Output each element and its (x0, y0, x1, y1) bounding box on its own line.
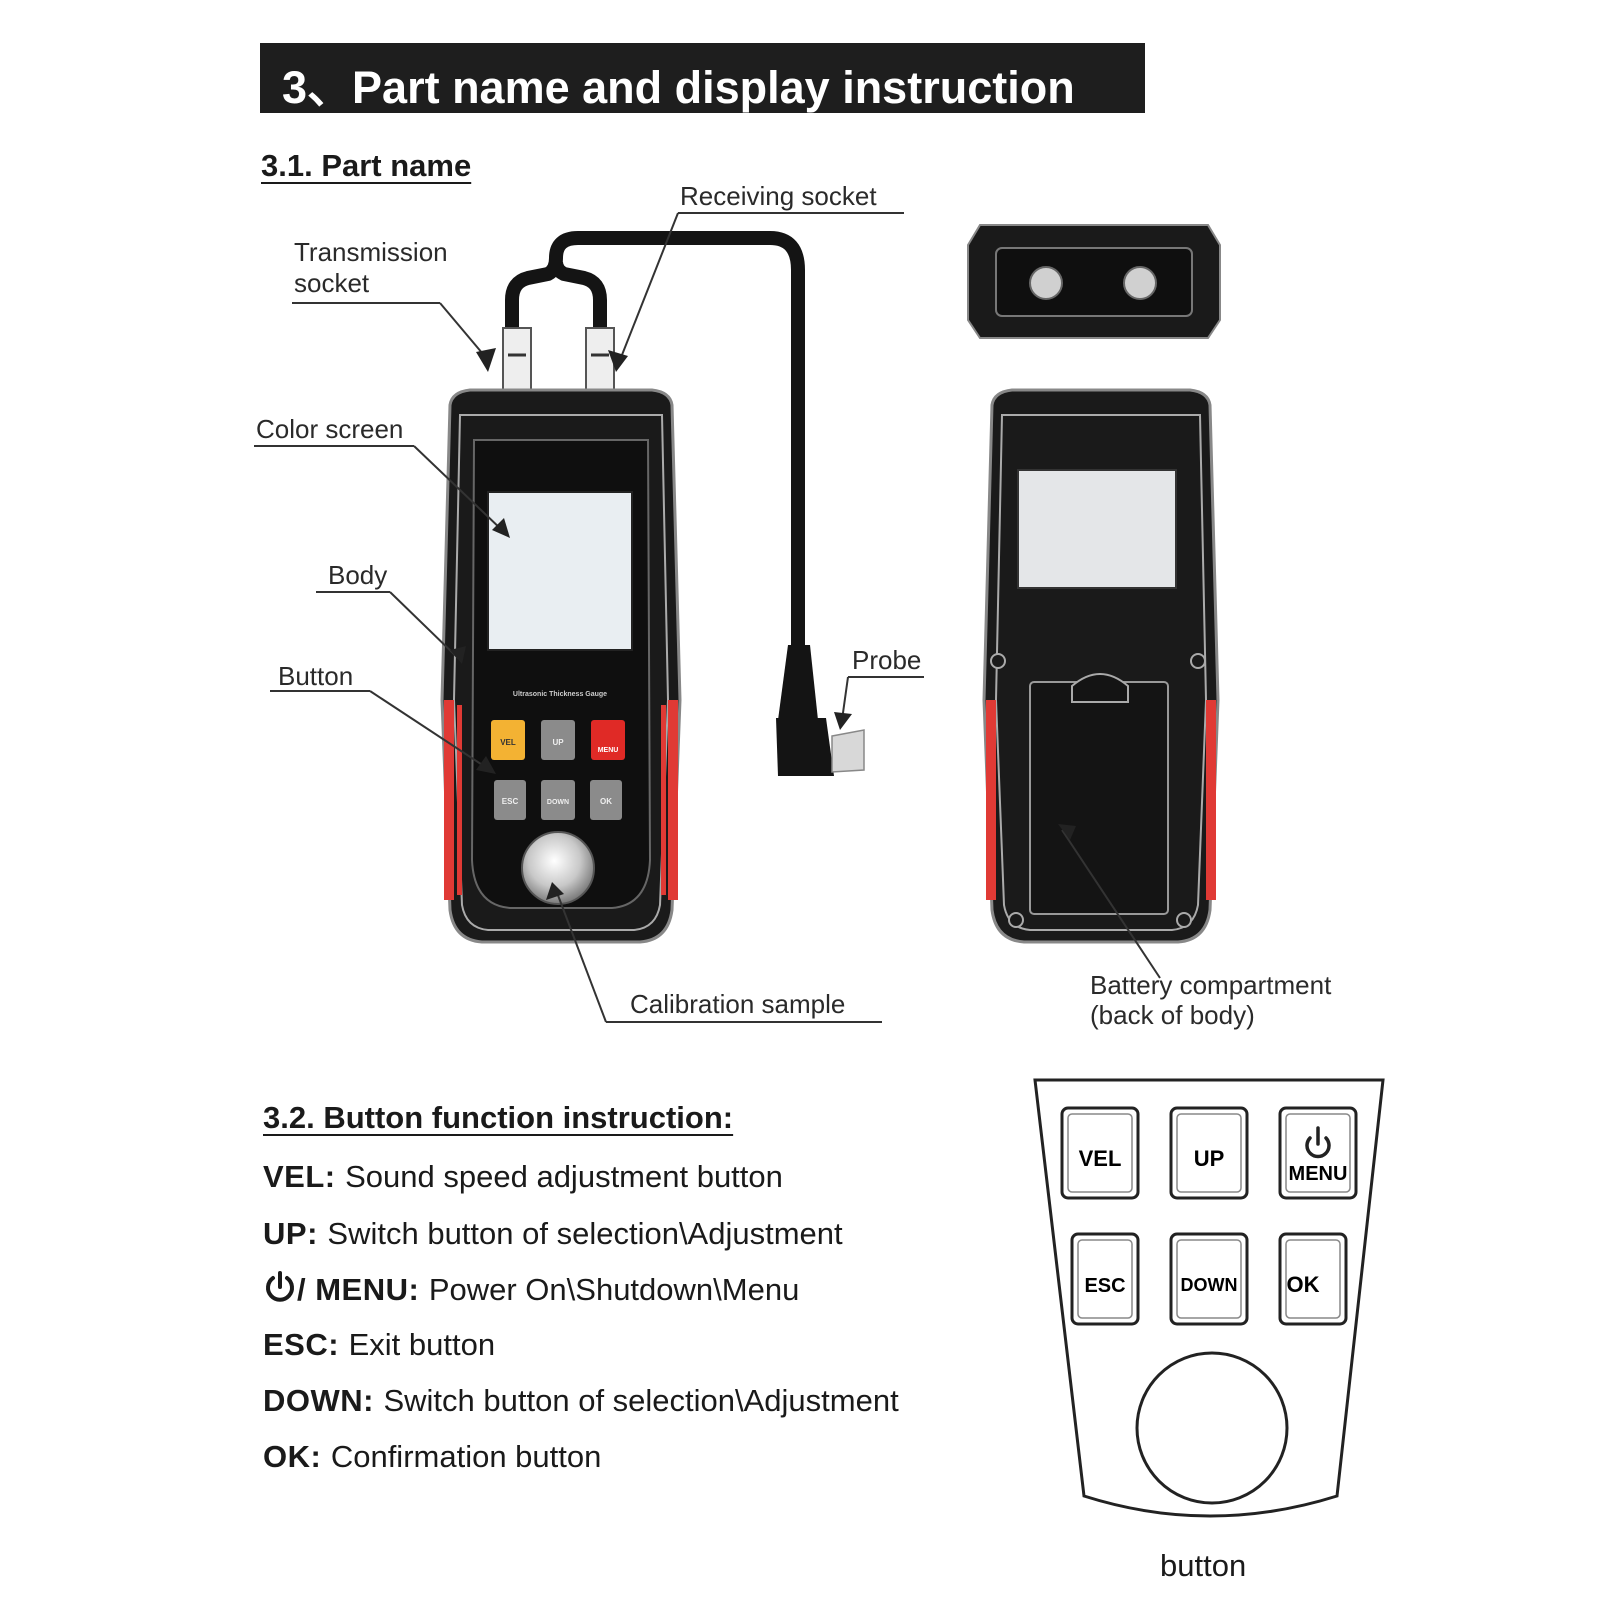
label-transmission-socket-2: socket (294, 268, 370, 298)
button-function-heading: 3.2. Button function instruction: (263, 1100, 734, 1135)
keypad-vel-key (1060, 1106, 1140, 1200)
label-button: Button (278, 661, 354, 691)
function-key: OK (263, 1439, 311, 1474)
keypad-menu-label: MENU (1289, 1163, 1348, 1185)
calibration-sample (521, 831, 595, 905)
keypad-ok-label: OK (1287, 1272, 1320, 1297)
label-body: Body (328, 560, 388, 590)
function-key: VEL (263, 1159, 325, 1194)
keypad-power-icon (1305, 1126, 1331, 1159)
front-esc-key (494, 780, 526, 820)
label-battery-compartment-2: (back of body) (1090, 1000, 1255, 1030)
device-back-body (982, 388, 1220, 944)
function-item-esc: ESC:Exit button (263, 1327, 496, 1362)
front-down-label: DOWN (547, 799, 569, 806)
keypad-caption: button (1160, 1548, 1247, 1583)
keypad-up-label: UP (1194, 1146, 1225, 1171)
function-desc: Power On\Shutdown\Menu (428, 1272, 800, 1307)
power-icon (266, 1271, 294, 1302)
transmission-socket (502, 327, 532, 391)
keypad-calibration-circle (1135, 1351, 1289, 1505)
front-vel-key (491, 720, 525, 760)
function-item-vel: VEL:Sound speed adjustment button (263, 1159, 783, 1194)
probe-cable (505, 231, 805, 657)
function-desc: Exit button (348, 1327, 496, 1362)
keypad-diagram: VEL UP MENU ESC DOWN OK VEL UP MENU ESC … (500, 691, 1385, 1518)
screen-caption: Ultrasonic Thickness Gauge (513, 691, 607, 698)
back-label-plate (1017, 469, 1177, 589)
label-color-screen: Color screen (256, 414, 404, 444)
receiving-socket (585, 327, 615, 391)
label-transmission-socket-1: Transmission (294, 237, 448, 267)
front-down-key (541, 780, 575, 820)
keypad-down-key (1169, 1232, 1249, 1326)
function-desc: Switch button of selection\Adjustment (327, 1216, 843, 1251)
function-key: DOWN (263, 1383, 364, 1418)
part-name-heading: 3.1. Part name (261, 148, 472, 183)
front-vel-label: VEL (500, 738, 516, 747)
label-calibration-sample: Calibration sample (630, 989, 846, 1019)
front-up-label: UP (552, 738, 564, 747)
leader-lines (254, 212, 1161, 1023)
color-screen (487, 491, 633, 651)
function-item-down: DOWN:Switch button of selection\Adjustme… (263, 1383, 899, 1418)
function-item-up: UP:Switch button of selection\Adjustment (263, 1216, 843, 1251)
keypad-esc-key (1070, 1232, 1140, 1326)
front-ok-key (590, 780, 622, 820)
keypad-ok-key (1278, 1232, 1348, 1326)
label-probe: Probe (852, 645, 922, 675)
front-menu-key (591, 720, 625, 760)
keypad-vel-label: VEL (1079, 1146, 1122, 1171)
section-banner: 3、Part name and display instruction (260, 43, 1145, 113)
front-ok-label: OK (600, 797, 612, 806)
function-key: UP (263, 1216, 308, 1251)
function-desc: Sound speed adjustment button (345, 1159, 783, 1194)
function-desc: Confirmation button (330, 1439, 602, 1474)
device-top-view (967, 224, 1221, 339)
probe (776, 645, 865, 776)
device-front-body (440, 388, 682, 944)
keypad-down-label: DOWN (1181, 1275, 1238, 1295)
section-title: 3、Part name and display instruction (282, 62, 1075, 113)
leader-arrowheads (450, 348, 1076, 900)
function-item-menu: / MENU:Power On\Shutdown\Menu (263, 1270, 799, 1309)
label-battery-compartment-1: Battery compartment (1090, 970, 1332, 1000)
keypad-esc-label: ESC (1084, 1275, 1125, 1297)
front-esc-label: ESC (502, 797, 519, 806)
function-desc: Switch button of selection\Adjustment (383, 1383, 899, 1418)
function-item-ok: OK:Confirmation button (263, 1439, 602, 1474)
label-receiving-socket: Receiving socket (680, 181, 877, 211)
battery-compartment (1029, 681, 1169, 915)
keypad-menu-key (1278, 1106, 1358, 1200)
front-menu-label: MENU (598, 747, 619, 754)
keypad-up-key (1169, 1106, 1249, 1200)
function-key: ESC (263, 1327, 329, 1362)
function-key: / MENU (297, 1272, 409, 1307)
front-up-key (541, 720, 575, 760)
